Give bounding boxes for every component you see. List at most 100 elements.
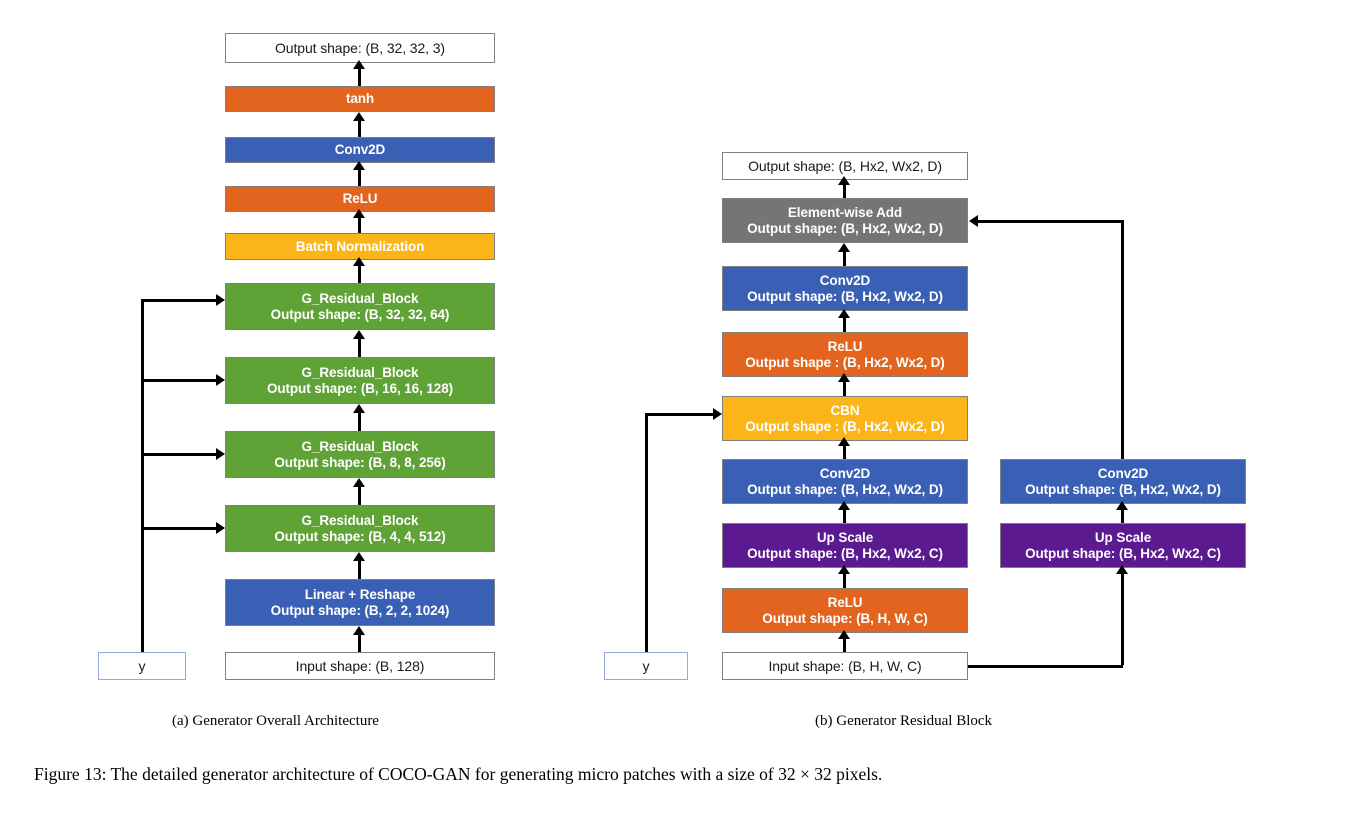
b-output-shape-box: Output shape: (B, Hx2, Wx2, D): [722, 152, 968, 180]
b-cbn-shape: Output shape : (B, Hx2, Wx2, D): [745, 418, 945, 434]
b-y-trunk-line: [645, 413, 648, 652]
a-arrow-shaft-relu-to-conv: [358, 167, 361, 186]
a-y-branch-grb4: [141, 299, 217, 302]
a-conv2d-label: Conv2D: [334, 142, 386, 158]
a-linear-reshape-title: Linear + Reshape: [304, 586, 416, 602]
b-skip-arrow-head-to-upscale: [1116, 565, 1128, 574]
b-arrow-shaft-relu1-to-up1: [843, 571, 846, 588]
a-y-branch-grb2-head: [216, 448, 225, 460]
b-arrow-head-up1-to-conv1: [838, 501, 850, 510]
a-arrow-shaft-grb3-to-grb4: [358, 336, 361, 357]
b-arrow-head-relu1-to-up1: [838, 565, 850, 574]
a-g-residual-block-1: G_Residual_Block Output shape: (B, 4, 4,…: [225, 505, 495, 552]
b-relu-1-title: ReLU: [827, 594, 863, 610]
b-relu-1-shape: Output shape: (B, H, W, C): [762, 610, 928, 626]
b-skip-arrow-head-into-add: [969, 215, 978, 227]
a-arrow-head-grb4-to-bn: [353, 257, 365, 266]
b-element-wise-add-box: Element-wise Add Output shape: (B, Hx2, …: [722, 198, 968, 243]
b-relu-2-shape: Output shape : (B, Hx2, Wx2, D): [745, 354, 945, 370]
b-skip-up-scale-box: Up Scale Output shape: (B, Hx2, Wx2, C): [1000, 523, 1246, 568]
a-arrow-head-input-to-linear: [353, 626, 365, 635]
b-arrow-shaft-input-to-relu1: [843, 636, 846, 652]
a-grb4-shape: Output shape: (B, 32, 32, 64): [270, 306, 450, 322]
a-linear-reshape-shape: Output shape: (B, 2, 2, 1024): [270, 602, 450, 618]
a-grb1-shape: Output shape: (B, 4, 4, 512): [274, 528, 446, 544]
a-arrow-shaft-bn-to-relu: [358, 215, 361, 233]
a-grb1-title: G_Residual_Block: [301, 512, 419, 528]
b-cbn-box: CBN Output shape : (B, Hx2, Wx2, D): [722, 396, 968, 441]
a-input-shape-box: Input shape: (B, 128): [225, 652, 495, 680]
a-arrow-shaft-input-to-linear: [358, 632, 361, 652]
a-arrow-shaft-linear-to-grb1: [358, 558, 361, 579]
a-arrow-head-relu-to-conv: [353, 161, 365, 170]
b-arrow-shaft-cbn-to-relu2: [843, 379, 846, 396]
b-arrow-shaft-add-to-output: [843, 182, 846, 198]
a-y-branch-grb2: [141, 453, 217, 456]
a-arrow-shaft-grb4-to-bn: [358, 263, 361, 283]
b-conv2d-1-shape: Output shape: (B, Hx2, Wx2, D): [747, 481, 943, 497]
b-input-shape-text: Input shape: (B, H, W, C): [768, 657, 922, 674]
a-arrow-head-bn-to-relu: [353, 209, 365, 218]
a-tanh-label: tanh: [345, 91, 375, 107]
a-g-residual-block-4: G_Residual_Block Output shape: (B, 32, 3…: [225, 283, 495, 330]
a-arrow-head-linear-to-grb1: [353, 552, 365, 561]
b-skip-arrow-shaft-upscale-to-conv: [1121, 507, 1124, 523]
a-arrow-head-tanh-to-output: [353, 60, 365, 69]
b-y-branch-cbn-head: [713, 408, 722, 420]
a-y-branch-grb4-head: [216, 294, 225, 306]
b-conv2d-2-title: Conv2D: [819, 272, 871, 288]
b-skip-arrow-head-upscale-to-conv: [1116, 501, 1128, 510]
b-arrow-head-add-to-output: [838, 176, 850, 185]
a-batch-norm-label: Batch Normalization: [295, 238, 425, 254]
b-add-shape: Output shape: (B, Hx2, Wx2, D): [747, 220, 943, 236]
a-arrow-head-grb3-to-grb4: [353, 330, 365, 339]
b-arrow-head-relu2-to-conv2: [838, 309, 850, 318]
b-skip-line-conv-to-add: [1121, 220, 1124, 459]
b-conv2d-1-box: Conv2D Output shape: (B, Hx2, Wx2, D): [722, 459, 968, 504]
b-arrow-shaft-up1-to-conv1: [843, 507, 846, 523]
a-arrow-head-conv-to-tanh: [353, 112, 365, 121]
a-grb4-title: G_Residual_Block: [301, 290, 419, 306]
b-arrow-head-cbn-to-relu2: [838, 373, 850, 382]
a-relu-label: ReLU: [342, 191, 378, 207]
a-relu-box: ReLU: [225, 186, 495, 212]
b-input-shape-box: Input shape: (B, H, W, C): [722, 652, 968, 680]
a-arrow-head-grb2-to-grb3: [353, 404, 365, 413]
b-relu-2-box: ReLU Output shape : (B, Hx2, Wx2, D): [722, 332, 968, 377]
b-relu-1-box: ReLU Output shape: (B, H, W, C): [722, 588, 968, 633]
b-conv2d-1-title: Conv2D: [819, 465, 871, 481]
a-y-input-box: y: [98, 652, 186, 680]
a-arrow-shaft-grb2-to-grb3: [358, 410, 361, 431]
b-up-scale-1-title: Up Scale: [816, 529, 874, 545]
b-skip-conv2d-shape: Output shape: (B, Hx2, Wx2, D): [1025, 481, 1221, 497]
a-arrow-head-grb1-to-grb2: [353, 478, 365, 487]
b-relu-2-title: ReLU: [827, 338, 863, 354]
b-cbn-title: CBN: [830, 402, 860, 418]
a-arrow-shaft-conv-to-tanh: [358, 118, 361, 137]
figure-caption: Figure 13: The detailed generator archit…: [34, 764, 883, 784]
b-skip-line-into-add: [978, 220, 1124, 223]
b-conv2d-2-shape: Output shape: (B, Hx2, Wx2, D): [747, 288, 943, 304]
a-grb3-shape: Output shape: (B, 16, 16, 128): [266, 380, 454, 396]
b-skip-up-scale-shape: Output shape: (B, Hx2, Wx2, C): [1025, 545, 1221, 561]
a-g-residual-block-2: G_Residual_Block Output shape: (B, 8, 8,…: [225, 431, 495, 478]
b-skip-line-from-input: [968, 665, 1123, 668]
a-output-shape-box: Output shape: (B, 32, 32, 3): [225, 33, 495, 63]
a-y-label: y: [138, 657, 146, 674]
b-skip-conv2d-box: Conv2D Output shape: (B, Hx2, Wx2, D): [1000, 459, 1246, 504]
a-arrow-shaft-grb1-to-grb2: [358, 484, 361, 505]
a-arrow-shaft-tanh-to-output: [358, 66, 361, 86]
b-up-scale-1-box: Up Scale Output shape: (B, Hx2, Wx2, C): [722, 523, 968, 568]
a-y-trunk-line: [141, 299, 144, 652]
a-y-branch-grb3-head: [216, 374, 225, 386]
b-arrow-shaft-conv1-to-cbn: [843, 443, 846, 459]
a-conv2d-box: Conv2D: [225, 137, 495, 163]
a-grb3-title: G_Residual_Block: [301, 364, 419, 380]
a-g-residual-block-3: G_Residual_Block Output shape: (B, 16, 1…: [225, 357, 495, 404]
b-arrow-head-conv1-to-cbn: [838, 437, 850, 446]
a-grb2-title: G_Residual_Block: [301, 438, 419, 454]
b-y-branch-cbn: [645, 413, 714, 416]
b-skip-up-scale-title: Up Scale: [1094, 529, 1152, 545]
a-tanh-box: tanh: [225, 86, 495, 112]
